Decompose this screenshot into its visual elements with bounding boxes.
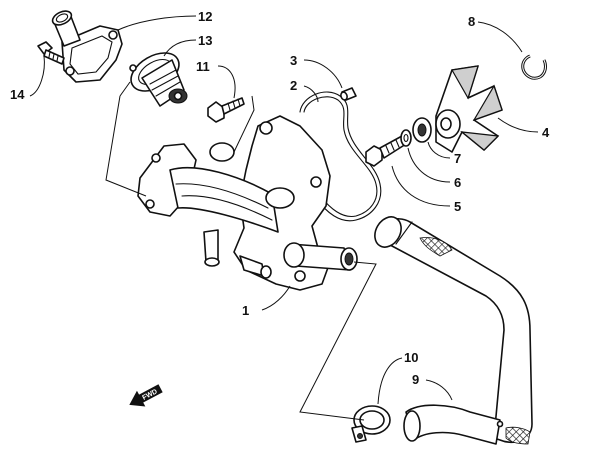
callout-13: 13 — [198, 33, 212, 48]
callouts: 1 2 3 4 5 6 7 8 9 10 11 12 13 — [10, 9, 550, 405]
washer — [400, 129, 412, 147]
callout-9: 9 — [412, 372, 419, 387]
bolt-11 — [207, 97, 245, 123]
callout-11: 11 — [196, 59, 210, 74]
thermostat — [129, 52, 188, 107]
water-pump-body — [137, 115, 358, 291]
callout-4: 4 — [542, 125, 550, 140]
callout-2: 2 — [290, 78, 297, 93]
callout-12: 12 — [198, 9, 212, 24]
callout-6: 6 — [454, 175, 461, 190]
seal — [412, 117, 432, 143]
housing-bolt — [37, 41, 65, 65]
hose-clamp — [351, 405, 391, 443]
dowel-pin — [340, 87, 357, 101]
callout-7: 7 — [454, 151, 461, 166]
callout-1: 1 — [242, 303, 249, 318]
callout-3: 3 — [290, 53, 297, 68]
impeller — [435, 65, 503, 153]
assembly-lines — [105, 81, 377, 421]
callout-8: 8 — [468, 14, 475, 29]
impeller-bolt — [365, 135, 407, 167]
circlip — [521, 54, 547, 80]
fwd-label: FWD — [141, 388, 158, 402]
callout-14: 14 — [10, 87, 25, 102]
pump-gasket — [299, 91, 382, 222]
callout-10: 10 — [404, 350, 418, 365]
coolant-hose — [374, 216, 533, 445]
callout-5: 5 — [454, 199, 461, 214]
thermostat-housing — [51, 10, 123, 83]
forward-arrow-icon: FWD — [129, 384, 163, 407]
